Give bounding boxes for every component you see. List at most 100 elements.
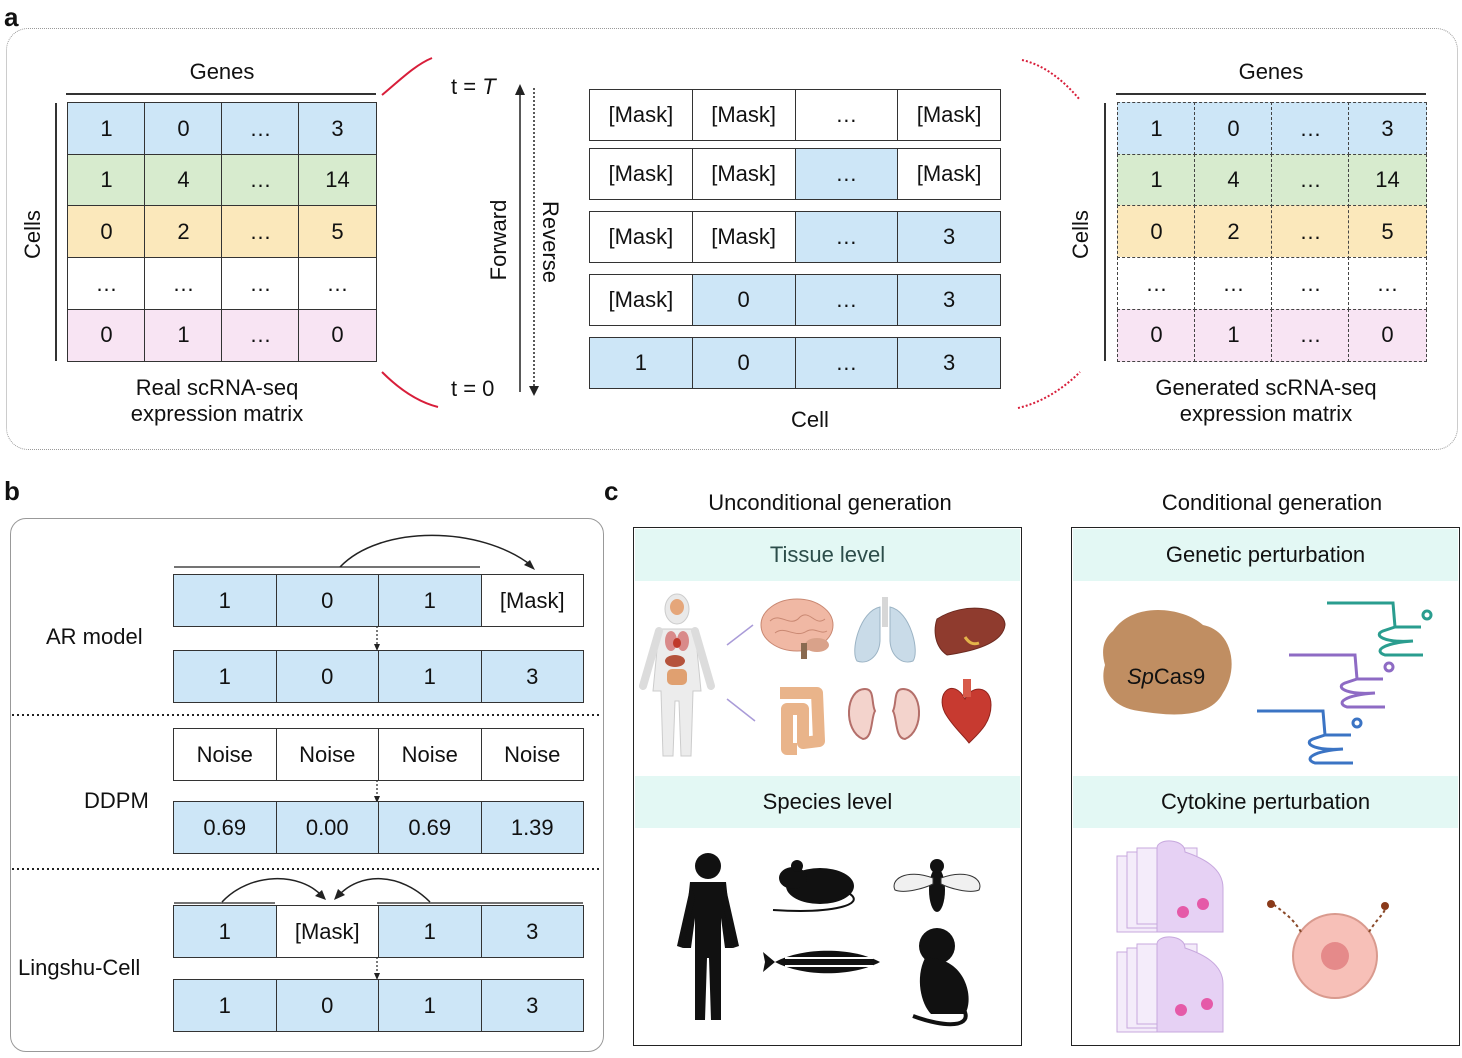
cell-population-stack-icon-1 <box>1116 840 1224 933</box>
colon-icon <box>780 687 825 755</box>
panel-label-c: c <box>604 476 619 506</box>
heart-icon <box>941 679 992 744</box>
real-matrix-cell: 0 <box>298 308 377 362</box>
ddpm-label: DDPM <box>84 788 149 813</box>
real-caption-line1: Real scRNA-seq <box>135 375 299 400</box>
real-matrix-cell: 3 <box>298 102 377 156</box>
panel-b-arrows <box>12 534 602 980</box>
genetic-perturbation-band: Genetic perturbation <box>1073 529 1458 581</box>
human-body-organs-icon <box>639 593 715 757</box>
diffusion-step-4-cell: [Mask] <box>590 275 693 325</box>
tissue-illustrations <box>639 593 1006 757</box>
cell-label: Cell <box>791 407 829 432</box>
diffusion-step-4-cell: 0 <box>692 275 796 325</box>
species-level-band: Species level <box>635 776 1020 828</box>
guide-rna-teal-icon <box>1327 601 1433 657</box>
ar-output-bar-cell: 3 <box>481 651 583 702</box>
diffusion-step-1: [Mask][Mask]…[Mask] <box>589 89 1001 141</box>
kidneys-icon <box>848 687 920 741</box>
generated-genes-axis <box>1116 93 1426 95</box>
generated-matrix-cell: 0 <box>1194 102 1273 156</box>
real-matrix-cell: 0 <box>67 308 146 362</box>
lingshu-input-bar-cell: [Mask] <box>276 906 379 957</box>
tissue-pointer-line-1 <box>726 624 754 646</box>
human-silhouette-icon <box>677 853 739 1020</box>
time-top-label: t = T <box>451 74 496 99</box>
ddpm-dotted-arrow-head <box>374 796 380 803</box>
diffusion-step-2: [Mask][Mask]…[Mask] <box>589 148 1001 200</box>
time-bottom-label: t = 0 <box>451 376 495 401</box>
diffusion-step-2-cell: [Mask] <box>692 149 796 199</box>
ddpm-input-bar-cell: Noise <box>481 729 583 780</box>
ar-input-bar-cell: 1 <box>379 575 482 626</box>
lungs-icon <box>854 597 916 663</box>
ar-input-bar-cell: 0 <box>276 575 379 626</box>
panel-a-frame <box>6 28 1458 450</box>
generated-matrix-cell: 1 <box>1117 102 1196 156</box>
cell-population-stack-icon-2 <box>1116 936 1224 1033</box>
zebrafish-silhouette-icon <box>763 950 880 974</box>
real-matrix-cell: 14 <box>298 153 377 207</box>
diffusion-step-1-cell: [Mask] <box>692 90 796 140</box>
generated-matrix-cell: 0 <box>1348 308 1427 362</box>
genetic-illustrations <box>1103 601 1433 765</box>
spcas9-label: SpCas9 <box>1127 664 1206 689</box>
conditional-box <box>1071 527 1460 1046</box>
ddpm-output-bar-cell: 0.69 <box>379 802 482 853</box>
generated-matrix-cell: 0 <box>1117 205 1196 259</box>
ddpm-output-bar-cell: 0.00 <box>276 802 379 853</box>
generated-caption-line1: Generated scRNA-seq <box>1155 375 1377 400</box>
reverse-label: Reverse <box>538 201 563 283</box>
tissue-level-band: Tissue level <box>635 529 1020 581</box>
monkey-silhouette-icon <box>912 928 969 1027</box>
generated-cells-label: Cells <box>1068 210 1093 259</box>
diffusion-step-3-cell: [Mask] <box>590 212 693 262</box>
real-matrix-cell: … <box>67 257 146 311</box>
ddpm-input-bar-cell: Noise <box>379 729 482 780</box>
real-matrix-cell: 1 <box>67 153 146 207</box>
forward-arrow-head <box>515 84 525 95</box>
generated-genes-label: Genes <box>1238 59 1304 84</box>
diffusion-step-5-cell: 1 <box>590 338 693 388</box>
unconditional-title: Unconditional generation <box>708 490 952 515</box>
panel-a-connectors <box>381 57 1081 409</box>
real-matrix-cell: … <box>221 102 300 156</box>
unconditional-box <box>633 527 1022 1046</box>
reverse-arrow-head <box>529 386 539 396</box>
real-genes-label: Genes <box>189 59 255 84</box>
generated-matrix-cell: … <box>1194 257 1273 311</box>
real-matrix-cell: … <box>144 257 223 311</box>
generated-matrix-cell: … <box>1271 308 1350 362</box>
diffusion-step-5-cell: … <box>795 338 899 388</box>
real-matrix-cell: 1 <box>144 308 223 362</box>
ls-dotted-arrow-head <box>374 973 380 980</box>
mouse-silhouette-icon <box>772 860 855 912</box>
left-top-connector <box>381 57 433 96</box>
real-caption-line2: expression matrix <box>130 401 304 426</box>
generated-matrix-cell: … <box>1348 257 1427 311</box>
diffusion-step-4-cell: … <box>795 275 899 325</box>
generated-matrix-cell: 14 <box>1348 153 1427 207</box>
ddpm-output-bar-cell: 0.69 <box>174 802 277 853</box>
generated-cells-axis <box>1104 103 1106 361</box>
diffusion-step-4: [Mask]0…3 <box>589 274 1001 326</box>
guide-rna-purple-icon <box>1289 653 1395 709</box>
ddpm-input-bar-cell: Noise <box>174 729 277 780</box>
real-matrix-cell: 1 <box>67 102 146 156</box>
ar-output-bar-cell: 1 <box>174 651 277 702</box>
generated-matrix-cell: … <box>1271 153 1350 207</box>
left-bottom-connector <box>381 371 439 408</box>
ar-output-bar-cell: 0 <box>276 651 379 702</box>
lingshu-cell-label: Lingshu-Cell <box>18 955 141 980</box>
cytokine-perturbation-band: Cytokine perturbation <box>1073 776 1458 828</box>
ddpm-output-bar-cell: 1.39 <box>481 802 583 853</box>
right-bottom-connector <box>1017 371 1081 409</box>
ls-right-arrow-head <box>334 889 345 900</box>
diffusion-step-1-cell: [Mask] <box>590 90 693 140</box>
